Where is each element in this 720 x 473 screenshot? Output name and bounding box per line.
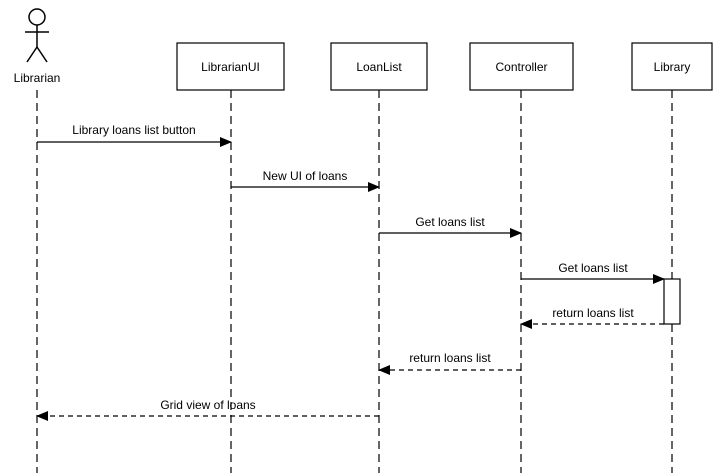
message-4: Get loans list (521, 261, 665, 284)
message-label: return loans list (552, 306, 634, 320)
message-5: return loans list (520, 306, 664, 329)
message-label: Library loans list button (72, 123, 195, 137)
participant-label: Controller (495, 60, 547, 74)
participant-library: Library (631, 42, 713, 91)
message-label: Get loans list (415, 215, 485, 229)
message-2: New UI of loans (231, 169, 380, 192)
message-1: Library loans list button (37, 123, 232, 147)
message-label: Grid view of loans (160, 398, 255, 412)
message-label: New UI of loans (263, 169, 348, 183)
participant-librarianui: LibrarianUI (176, 42, 285, 91)
message-3: Get loans list (379, 215, 522, 238)
message-6: return loans list (378, 351, 521, 375)
participant-label: Library (654, 60, 691, 74)
actor-label: Librarian (14, 71, 61, 85)
message-label: Get loans list (558, 261, 628, 275)
participant-loanlist: LoanList (330, 42, 428, 91)
message-7: Grid view of loans (36, 398, 379, 421)
participant-label: LibrarianUI (201, 60, 260, 74)
activation-bar-library (663, 278, 681, 325)
stick-figure-actor-icon (25, 8, 49, 63)
participant-controller: Controller (469, 42, 574, 91)
actor-librarian: Librarian (14, 8, 61, 85)
message-label: return loans list (409, 351, 491, 365)
participant-label: LoanList (356, 60, 402, 74)
